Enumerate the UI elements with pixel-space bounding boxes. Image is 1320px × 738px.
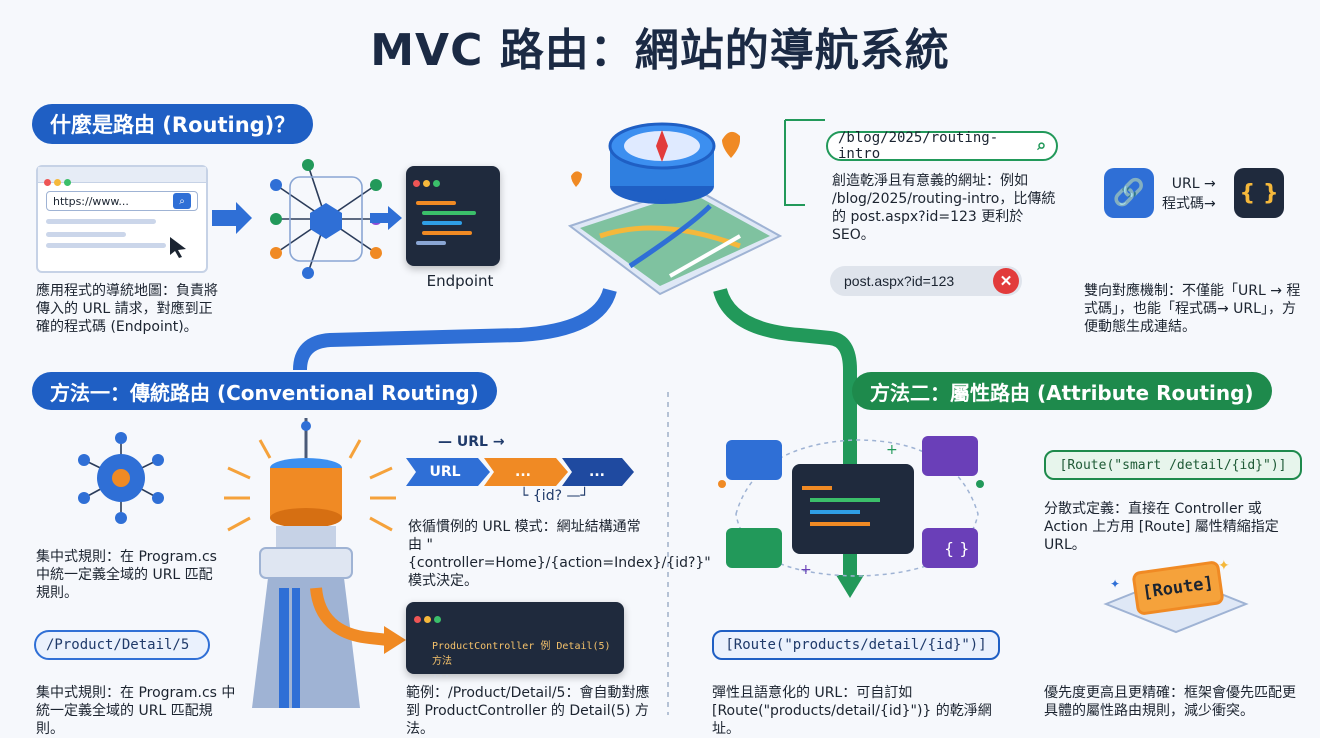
section-heading-conventional: 方法一：傳統路由 (Conventional Routing) xyxy=(32,372,497,410)
arrow-right-icon xyxy=(370,206,402,230)
svg-text:{ }: { } xyxy=(944,539,969,558)
routing-tower-illustration xyxy=(224,418,406,708)
browser-window-illustration: https://www... ⌕ xyxy=(36,165,208,273)
bidirectional-labels: URL → 程式碼→ xyxy=(1162,174,1216,214)
page-title: MVC 路由：網站的導航系統 xyxy=(370,25,950,76)
code-braces-icon: { } xyxy=(1234,168,1284,218)
pattern-bottom-label: └ {id? —┘ xyxy=(520,488,589,504)
pattern-bottom-label-text: {id? xyxy=(532,488,563,504)
close-icon: ✕ xyxy=(993,268,1019,294)
endpoint-code-window xyxy=(406,166,500,266)
svg-text:+: + xyxy=(886,442,898,458)
link-icon: 🔗 xyxy=(1104,168,1154,218)
example-url-pill: /Product/Detail/5 xyxy=(34,630,210,660)
clean-url-pill: /blog/2025/routing-intro ⌕ xyxy=(826,130,1058,162)
svg-text:✦: ✦ xyxy=(1218,558,1230,574)
cursor-icon xyxy=(170,237,186,258)
route-attribute-bottom: [Route("products/detail/{id}")] xyxy=(712,630,1000,660)
route-attribute-top: [Route("smart /detail/{id}")] xyxy=(1044,450,1302,480)
svg-text:✦: ✦ xyxy=(1110,577,1120,591)
search-icon: ⌕ xyxy=(173,193,191,209)
example-code-line-2: ... xyxy=(432,669,451,680)
section-heading-routing: 什麼是路由 (Routing)？ xyxy=(32,104,314,144)
connector-paths xyxy=(293,119,864,715)
bidirectional-description: 雙向對應機制：不僅能「URL → 程式碼」，也能「程式碼→ URL」，方便動態生… xyxy=(1084,283,1301,335)
distributed-controllers-illustration: { } + + xyxy=(718,436,984,578)
example-description: 範例：/Product/Detail/5：會自動對應到 ProductContr… xyxy=(406,685,650,737)
clean-url-description: 創造乾淨且有意義的網址：例如 /blog/2025/routing-intro，… xyxy=(832,173,1056,243)
pattern-segment-url: URL xyxy=(429,464,461,480)
pattern-segment-id: ... xyxy=(589,464,605,480)
distributed-description: 分散式定義：直接在 Controller 或 Action 上方用 [Route… xyxy=(1044,501,1279,553)
central-rule-description: 集中式規則：在 Program.cs 中統一定義全域的 URL 匹配規則。 xyxy=(36,549,217,601)
example-code-line-1: ProductController 例 Detail(5) 方法 xyxy=(432,641,611,667)
routing-description: 應用程式的導統地圖：負責將傳入的 URL 請求，對應到正確的程式碼 (Endpo… xyxy=(36,283,218,335)
arrow-right-icon xyxy=(212,202,252,234)
map-compass-illustration xyxy=(567,122,783,296)
example-code-window: ProductController 例 Detail(5) 方法 ... xyxy=(406,602,624,680)
bidirectional-label-code: 程式碼→ xyxy=(1162,196,1216,212)
pattern-segment-action: ... xyxy=(515,464,531,480)
search-icon: ⌕ xyxy=(1035,135,1047,157)
section-heading-attribute: 方法二：屬性路由 (Attribute Routing) xyxy=(852,372,1272,410)
router-network-icon xyxy=(270,159,382,279)
central-hub-icon xyxy=(78,432,164,524)
priority-description: 優先度更高且更精確：框架會優先匹配更具體的屬性路由規則，減少衝突。 xyxy=(1044,685,1296,719)
clean-url-text: /blog/2025/routing-intro xyxy=(838,130,999,162)
legacy-url-text: post.aspx?id=123 xyxy=(844,273,955,289)
pattern-top-label: — URL → xyxy=(438,434,505,450)
browser-url-text: https://www... xyxy=(53,194,129,208)
svg-text:+: + xyxy=(800,562,812,578)
flexible-url-description: 彈性且語意化的 URL：可自訂如 [Route("products/detail… xyxy=(712,685,992,737)
legacy-url-pill: post.aspx?id=123 ✕ xyxy=(830,266,1022,296)
url-pattern-description: 依循慣例的 URL 模式：網址結構通常由 "{controller=Home}/… xyxy=(408,519,711,589)
pattern-top-label-text: URL xyxy=(456,434,488,450)
bottom-central-description: 集中式規則：在 Program.cs 中統一定義全域的 URL 匹配規則。 xyxy=(36,685,236,737)
bidirectional-label-url: URL → xyxy=(1171,176,1216,192)
endpoint-label: Endpoint xyxy=(426,272,494,290)
url-pattern-chevrons xyxy=(406,458,634,486)
